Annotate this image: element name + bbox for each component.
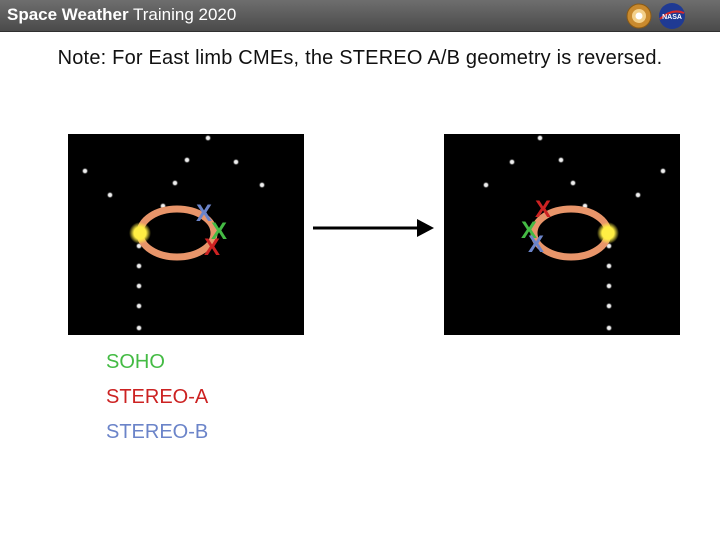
right-panel-svg: X X X <box>482 134 667 332</box>
sun-right <box>597 222 619 244</box>
soho-marker-left: X <box>211 218 227 245</box>
header-title: Space Weather Training 2020 <box>7 5 236 25</box>
header-title-bold: Space Weather <box>7 5 129 24</box>
legend-stereo-a: STEREO-A <box>106 386 209 408</box>
nasa-logo-text: NASA <box>662 14 682 21</box>
header-title-rest: Training 2020 <box>128 5 237 24</box>
note-text: Note: For East limb CMEs, the STEREO A/B… <box>57 47 663 69</box>
left-panel-svg: X X X <box>81 134 266 332</box>
nasa-logo-icon: NASA <box>659 3 685 29</box>
diagram-panel-right: X X X <box>444 134 680 335</box>
legend-stereo-b: STEREO-B <box>106 421 209 443</box>
stereo-a-marker-left: X <box>204 234 220 261</box>
sun-left <box>129 222 151 244</box>
stereo-b-marker-left: X <box>196 200 212 227</box>
stereo-b-marker-right: X <box>528 231 544 258</box>
transition-arrow-icon <box>313 219 434 237</box>
diagram-panel-left: X X X <box>68 134 304 335</box>
star-field-right <box>482 134 667 332</box>
stereo-a-marker-right: X <box>535 196 551 223</box>
soho-marker-right: X <box>521 217 537 244</box>
swri-logo-icon <box>626 3 652 29</box>
legend-soho: SOHO <box>106 351 165 373</box>
header-bar: Space Weather Training 2020 NASA <box>0 0 720 32</box>
star-field-left <box>81 134 266 332</box>
legend: SOHO STEREO-A STEREO-B <box>106 350 208 455</box>
